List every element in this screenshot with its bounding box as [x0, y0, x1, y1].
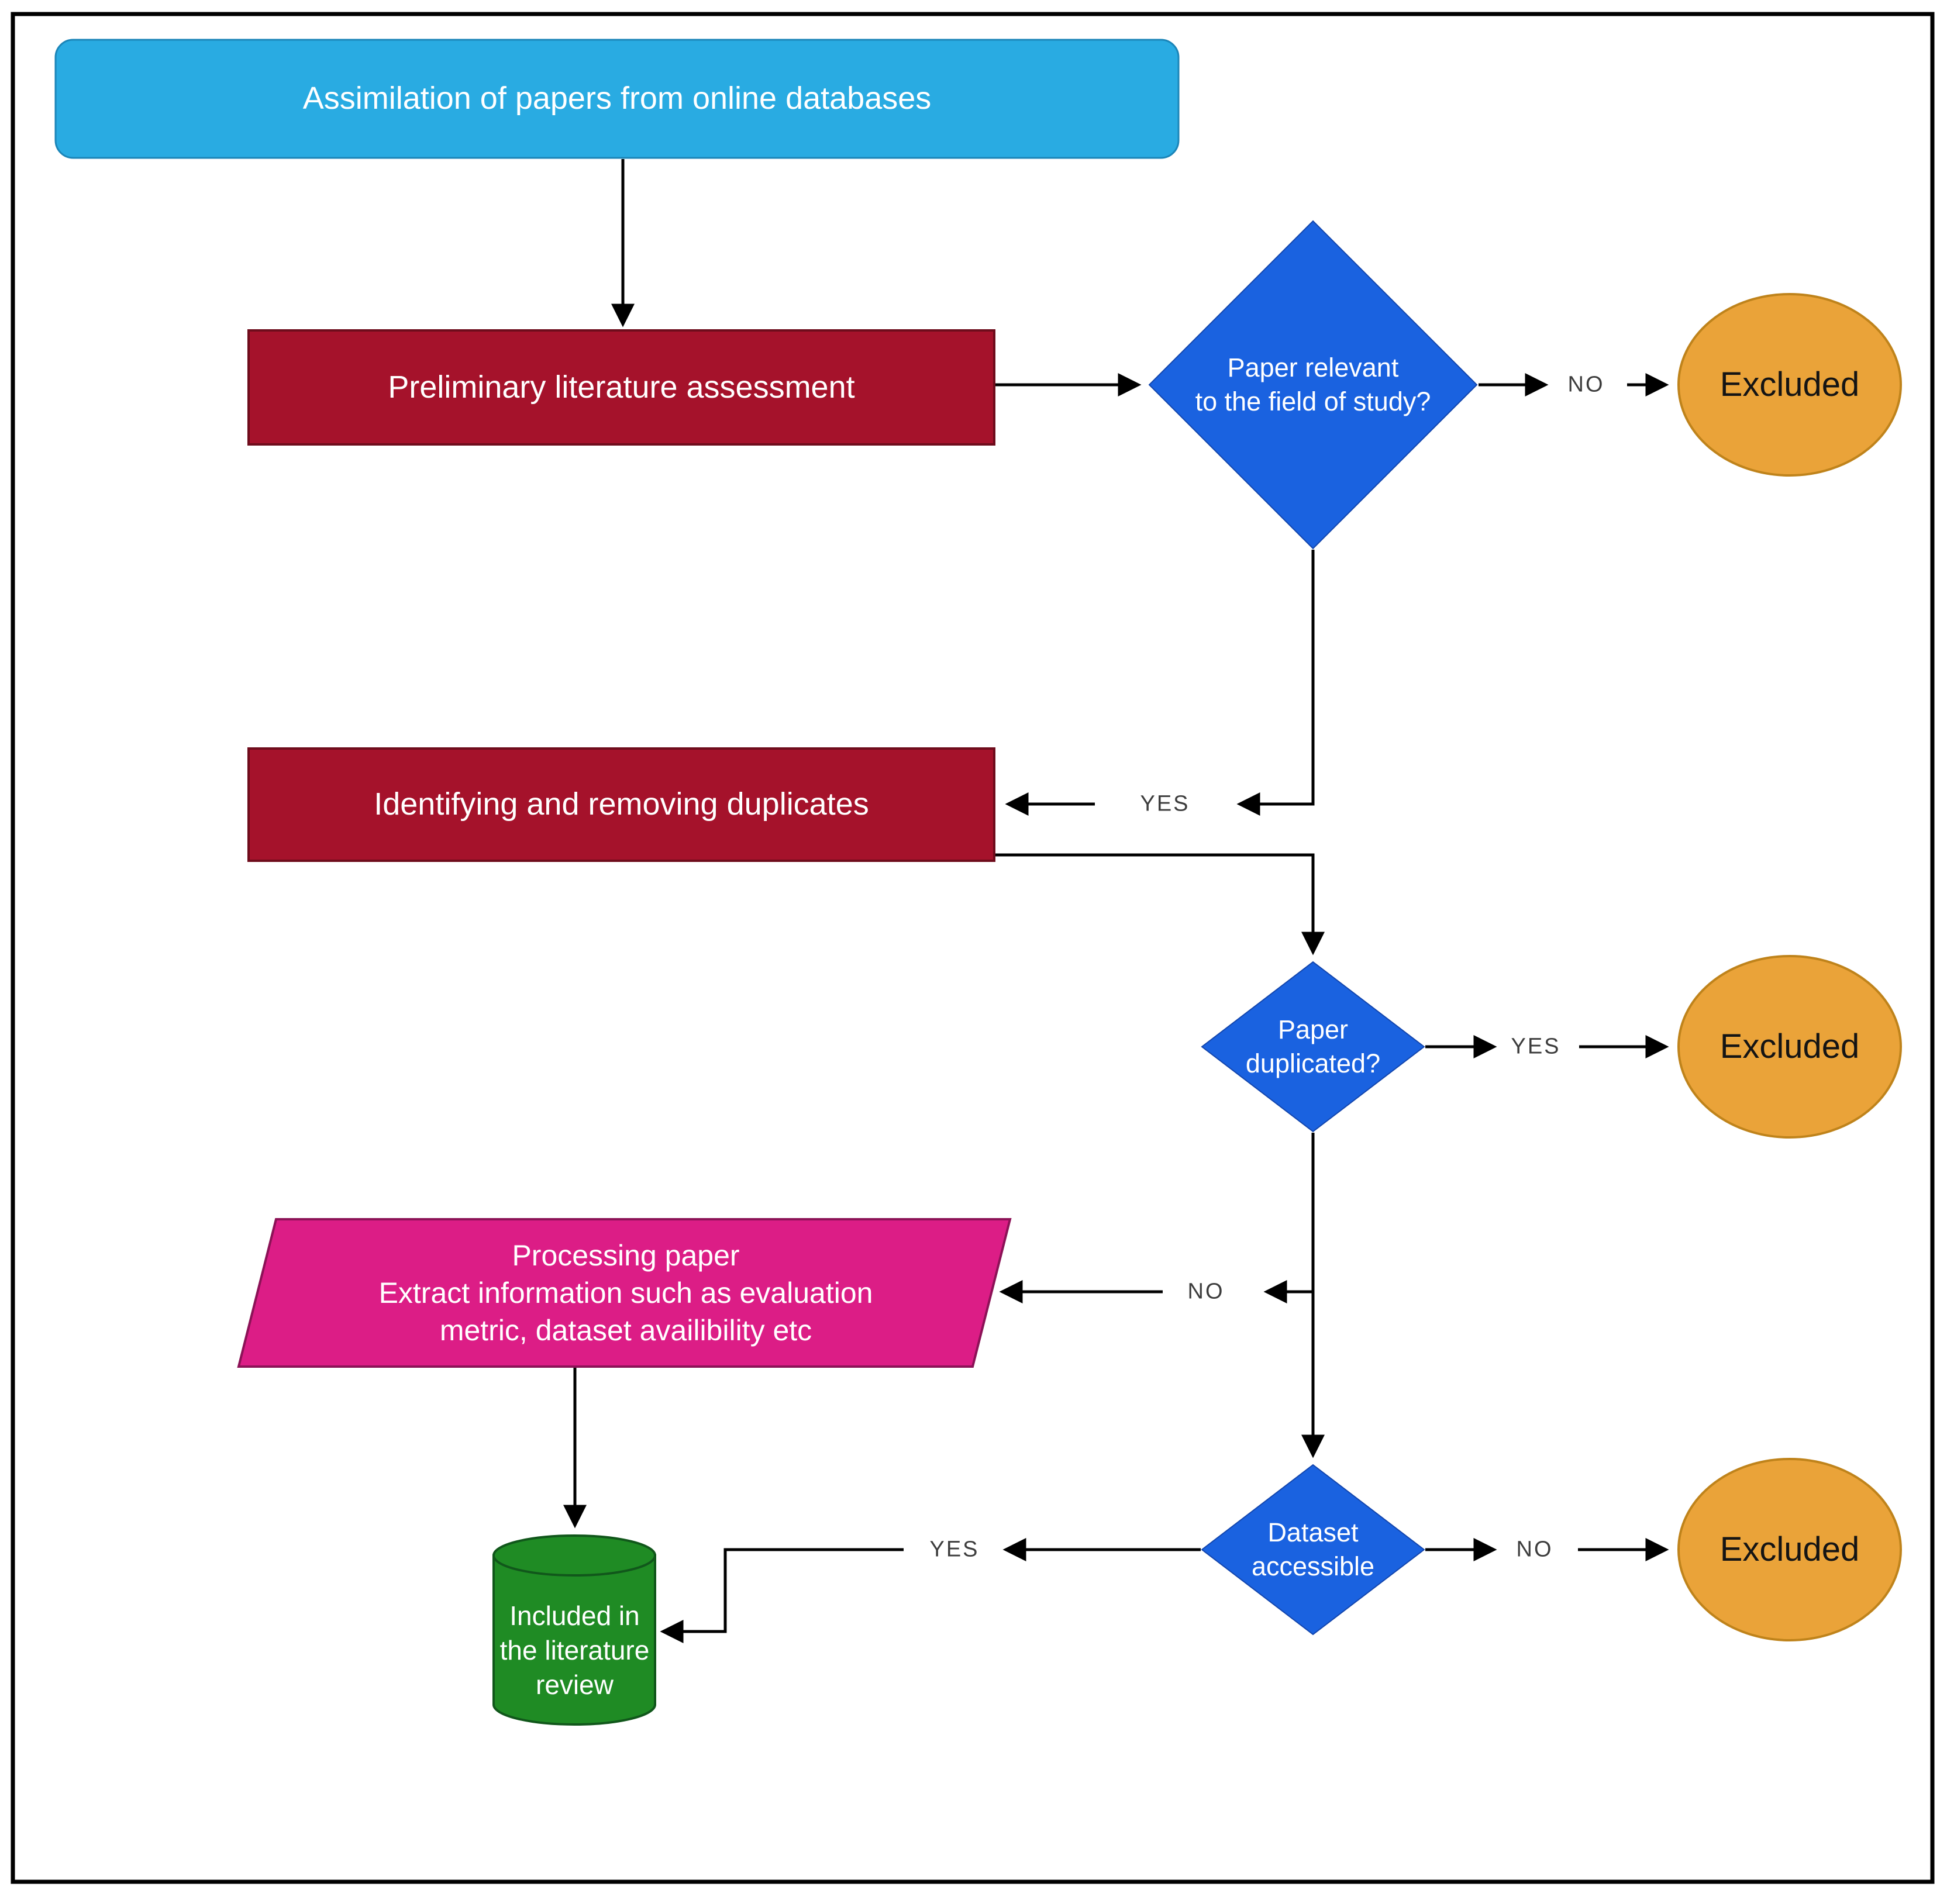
node-included-body — [492, 1554, 656, 1726]
node-accessible-shape — [1201, 1464, 1425, 1636]
node-processing-shape — [237, 1218, 1012, 1368]
node-relevant-shape — [1148, 220, 1478, 550]
node-excluded2-shape — [1677, 955, 1902, 1139]
connector-group — [563, 159, 1669, 1643]
node-duplicated-shape — [1201, 961, 1425, 1133]
node-preliminary-shape — [247, 329, 995, 446]
node-duplicates-shape — [247, 747, 995, 862]
node-excluded3-shape — [1677, 1458, 1902, 1641]
edge-duplicates-to-duplicated — [994, 853, 1325, 956]
node-assimilation-shape — [54, 39, 1180, 159]
node-excluded1-shape — [1677, 293, 1902, 477]
edge-relevant-yes-segment1 — [1236, 550, 1315, 816]
node-included-lid — [492, 1534, 656, 1577]
diagram-border — [11, 12, 1935, 1884]
edge-accessible-yes-segment2 — [660, 1548, 904, 1643]
